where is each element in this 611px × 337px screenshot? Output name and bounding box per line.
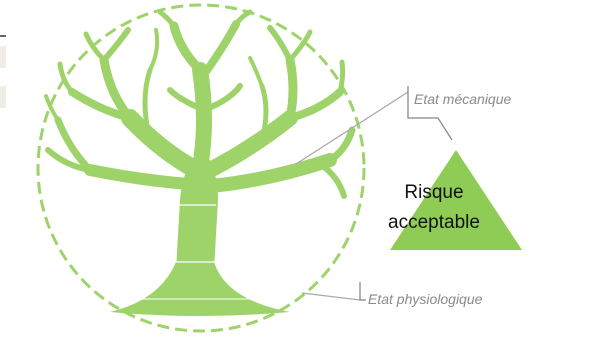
tree-icon [44,9,356,316]
mechanical-state-label: Etat mécanique [414,91,511,107]
dashed-circle [36,3,366,333]
physiological-state-callout: Etat physiologique [301,282,483,307]
mechanical-state-callout: Etat mécanique [295,86,511,165]
risk-label-line1: Risque [404,182,463,203]
risk-triangle: Risque acceptable [388,150,522,250]
risk-label-line2: acceptable [388,212,480,233]
edge-marks [0,35,6,108]
physiological-state-label: Etat physiologique [368,291,483,307]
